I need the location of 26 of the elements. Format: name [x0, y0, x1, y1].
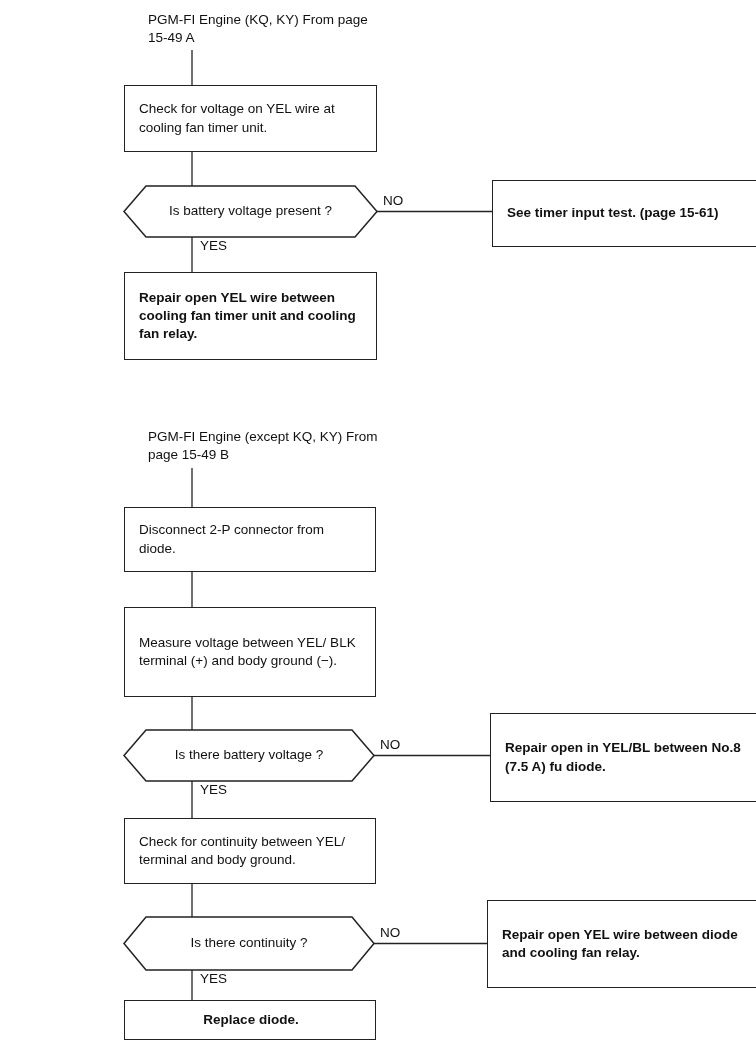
connector-line	[191, 696, 193, 731]
connector-line	[191, 151, 193, 187]
process-box: Check for continuity between YEL/ terminal and body ground.	[124, 818, 376, 884]
connector-line	[191, 49, 193, 86]
connector-line	[191, 780, 193, 819]
process-box: Repair open in YEL/BL between No.8 (7.5 A) fu diode.	[490, 713, 756, 802]
process-box: Replace diode.	[124, 1000, 376, 1040]
connector-line	[373, 942, 488, 945]
connector-line	[191, 883, 193, 918]
connector-line	[191, 467, 193, 508]
process-box: See timer input test. (page 15-61)	[492, 180, 756, 247]
process-box: Check for voltage on YEL wire at cooling fan timer unit.	[124, 85, 377, 152]
decision-diamond: Is battery voltage present ?	[124, 186, 377, 237]
connector-line	[191, 969, 193, 1001]
decision-diamond: Is there continuity ?	[124, 917, 374, 970]
process-box: Disconnect 2-P connector from diode.	[124, 507, 376, 572]
decision-diamond: Is there battery voltage ?	[124, 730, 374, 781]
process-box: Repair open YEL wire between cooling fan timer unit and cooling fan relay.	[124, 272, 377, 360]
process-box: Repair open YEL wire between diode and cooling fan relay.	[487, 900, 756, 988]
process-box: Measure voltage between YEL/ BLK terminal (+) and body ground (−).	[124, 607, 376, 697]
start-text: PGM-FI Engine (except KQ, KY) From page 15-49 B	[148, 424, 388, 468]
connector-line	[373, 754, 491, 757]
connector-line	[191, 571, 193, 608]
connector-line	[191, 236, 193, 273]
start-text: PGM-FI Engine (KQ, KY) From page 15-49 A	[148, 8, 378, 50]
connector-line	[376, 210, 493, 213]
